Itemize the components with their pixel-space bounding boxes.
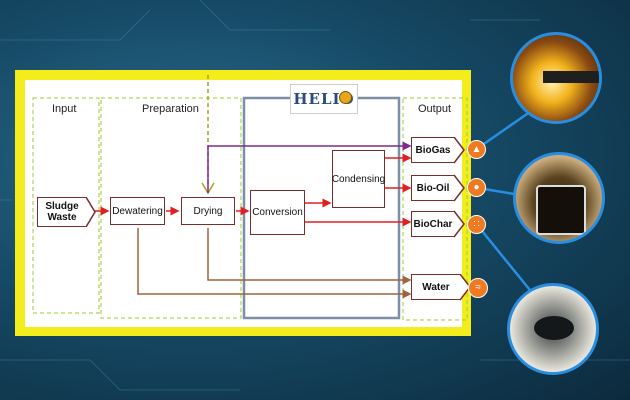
burner-pipe xyxy=(543,71,599,83)
biogas-flame-photo xyxy=(510,32,602,124)
beaker xyxy=(536,185,586,235)
helio-logo-text: HELIO xyxy=(293,90,355,108)
conversion-label: Conversion xyxy=(252,207,303,218)
water-label: Water xyxy=(422,281,450,293)
flame-icon: ▲ xyxy=(467,140,486,159)
char-pellet-icon: ∷ xyxy=(467,215,486,234)
helio-logo: HELIO xyxy=(290,84,358,114)
drying-label: Drying xyxy=(193,205,223,217)
oil-drop-icon: ● xyxy=(467,178,486,197)
char-pellets xyxy=(534,316,574,340)
condensing-label: Condensing xyxy=(331,173,386,185)
biochar-box: BioChar xyxy=(411,211,455,237)
biooil-beaker-photo xyxy=(513,152,605,244)
water-waves-icon: ≈ xyxy=(468,278,488,298)
biogas-label: BioGas xyxy=(415,144,451,156)
dewatering-box: Dewatering xyxy=(110,197,165,225)
output-section xyxy=(402,97,468,321)
conversion-box: Conversion xyxy=(250,190,305,235)
preparation-label: Preparation xyxy=(142,103,199,115)
biooil-label: Bio-Oil xyxy=(416,182,450,194)
drying-box: Drying xyxy=(181,197,235,225)
biochar-label: BioChar xyxy=(413,218,453,230)
sludge-waste-box: Sludge Waste xyxy=(37,197,87,227)
biochar-hands-photo xyxy=(507,283,599,375)
water-box: Water xyxy=(411,274,461,300)
sludge-arrow-tip xyxy=(86,197,96,227)
output-label: Output xyxy=(418,103,452,115)
condensing-box: Condensing xyxy=(332,150,385,208)
output-arrow-tips xyxy=(454,137,465,238)
biogas-box: BioGas xyxy=(411,137,455,163)
sun-icon xyxy=(339,91,352,104)
biooil-box: Bio-Oil xyxy=(411,175,455,201)
input-label: Input xyxy=(52,103,77,115)
dewatering-label: Dewatering xyxy=(112,205,163,217)
sludge-waste-label: Sludge Waste xyxy=(45,201,79,223)
